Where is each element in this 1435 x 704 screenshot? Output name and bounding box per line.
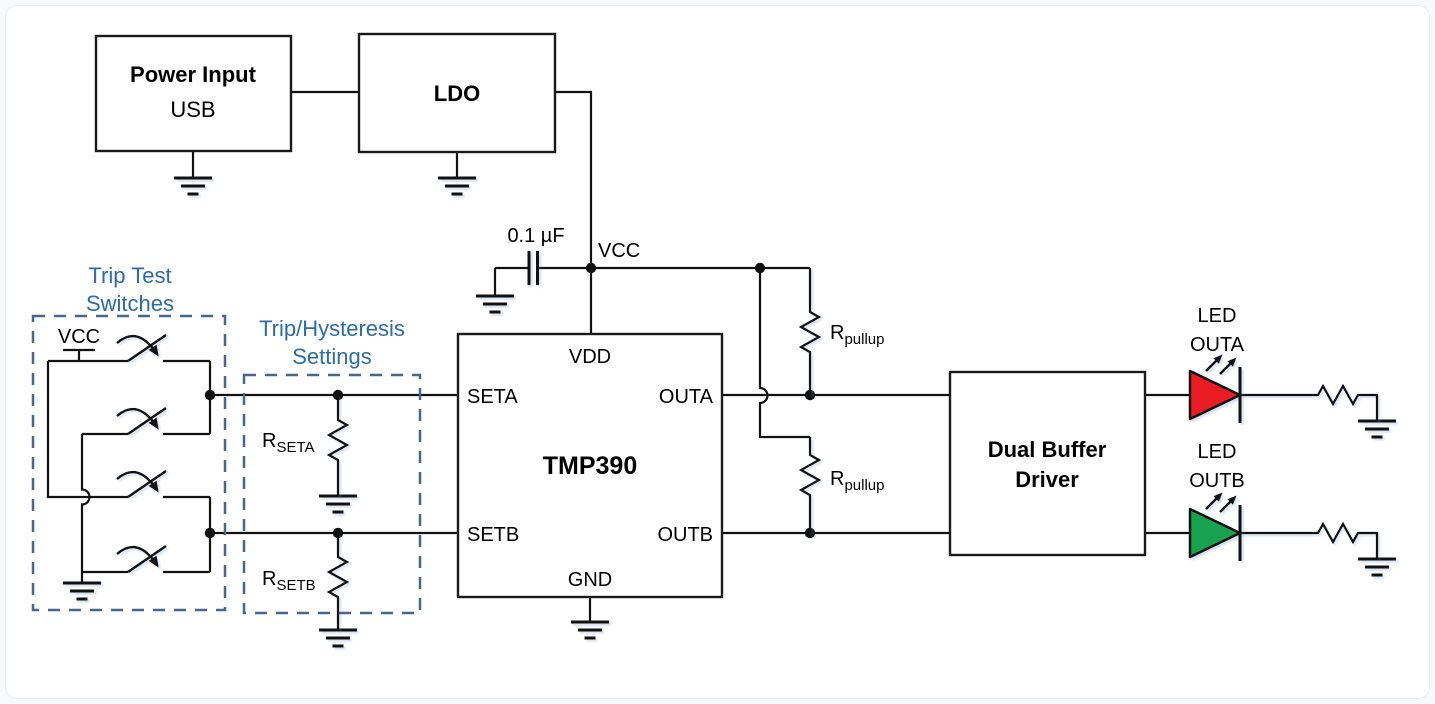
- wire-driver-to-leds: [1145, 393, 1190, 535]
- led-outb-icon: [1188, 507, 1242, 559]
- switch-setb-gnd-icon: [115, 544, 168, 574]
- junction-dot: [585, 262, 597, 274]
- junction-dot: [204, 389, 216, 401]
- ground-icon: [317, 628, 359, 648]
- wire-vcc-left-rail: [46, 361, 128, 499]
- led-outa-label-line2: OUTA: [1190, 334, 1245, 356]
- bypass-capacitor: [527, 251, 539, 285]
- tmp390-block: TMP390 VDD SETA OUTA SETB OUTB GND: [456, 332, 724, 599]
- vcc-rail-label: VCC: [598, 240, 640, 262]
- trip-test-switches: [115, 333, 168, 574]
- trip-hysteresis-label-line2: Settings: [292, 344, 372, 369]
- tmp390-pin-outb: OUTB: [657, 524, 713, 546]
- ground-icon: [474, 294, 516, 314]
- r-pullup-b-label: Rpullup: [830, 468, 885, 494]
- tmp390-title: TMP390: [543, 452, 637, 480]
- led-light-ray-icon: [1218, 356, 1238, 376]
- vcc-switches-label: VCC: [58, 326, 100, 348]
- resistor-led-b-icon: [1240, 521, 1379, 559]
- wire-gnd-mid-rail-with-hop: [80, 434, 91, 583]
- led-light-ray-icon: [1218, 494, 1238, 514]
- ground-icon: [569, 620, 611, 640]
- dual-buffer-driver-block: Dual Buffer Driver: [948, 370, 1147, 557]
- led-outa-label-line1: LED: [1198, 305, 1237, 327]
- ground-icon: [172, 176, 214, 196]
- wire-ldo-to-vcc-node: [555, 90, 593, 268]
- ground-icon: [1356, 419, 1398, 439]
- wire-vcc-drop-with-hop: [758, 268, 810, 439]
- switch-setb-vcc-icon: [115, 469, 168, 499]
- resistor-rsetb-icon: [326, 533, 350, 630]
- led-light-ray-icon: [1204, 353, 1224, 373]
- ground-icon: [1356, 557, 1398, 577]
- junction-dot: [204, 527, 216, 539]
- capacitor-value-label: 0.1 µF: [507, 225, 564, 247]
- r-pullup-a-label: Rpullup: [830, 322, 885, 348]
- resistors: [326, 268, 1379, 630]
- resistor-rseta-icon: [326, 395, 350, 496]
- power-input-subtitle: USB: [170, 97, 215, 122]
- tmp390-pin-outa: OUTA: [659, 386, 714, 408]
- r-setb-label: RSETB: [262, 568, 316, 594]
- led-light-ray-icon: [1204, 491, 1224, 511]
- led-outb-label-line2: OUTB: [1189, 470, 1245, 492]
- ldo-box: [357, 32, 557, 154]
- power-input-box: [94, 34, 293, 153]
- tmp390-pin-vdd: VDD: [569, 346, 611, 368]
- r-seta-label: RSETA: [262, 430, 315, 456]
- wire-vcc-tap: [63, 348, 95, 361]
- resistor-led-a-icon: [1240, 383, 1379, 421]
- ldo-block: LDO: [357, 32, 557, 154]
- led-outb-label-line1: LED: [1198, 441, 1237, 463]
- power-input-block: Power Input USB: [94, 34, 293, 153]
- trip-test-switches-box: [31, 314, 227, 612]
- ldo-title: LDO: [434, 81, 480, 106]
- led-outa-icon: [1188, 369, 1242, 421]
- resistor-rpullup-b-icon: [798, 437, 822, 533]
- power-input-title: Power Input: [130, 62, 257, 87]
- trip-test-label-line1: Trip Test: [88, 263, 171, 288]
- ground-icon: [436, 176, 478, 196]
- dual-buffer-title-line1: Dual Buffer: [988, 437, 1107, 462]
- ground-icon: [317, 494, 359, 514]
- wires: [46, 90, 1190, 622]
- trip-test-label-line2: Switches: [86, 291, 174, 316]
- switch-seta-gnd-icon: [115, 406, 168, 436]
- tmp390-pin-gnd: GND: [568, 569, 612, 591]
- trip-hysteresis-settings-box: [242, 373, 422, 615]
- dual-buffer-driver-box: [948, 370, 1147, 557]
- junction-dot: [754, 262, 766, 274]
- switch-seta-vcc-icon: [115, 333, 168, 363]
- wire-sw2-sw4-left: [82, 432, 128, 574]
- resistor-rpullup-a-icon: [798, 268, 822, 395]
- tmp390-pin-setb: SETB: [467, 524, 519, 546]
- dual-buffer-title-line2: Driver: [1015, 467, 1079, 492]
- capacitor-icon: [527, 251, 539, 285]
- wire-switch-right-stubs: [163, 359, 210, 574]
- trip-hysteresis-label-line1: Trip/Hysteresis: [259, 316, 405, 341]
- ground-icon: [61, 581, 103, 601]
- tmp390-pin-seta: SETA: [467, 386, 518, 408]
- led-outb: [1188, 491, 1242, 561]
- tmp390-box: [456, 332, 724, 599]
- led-outa: [1188, 353, 1242, 423]
